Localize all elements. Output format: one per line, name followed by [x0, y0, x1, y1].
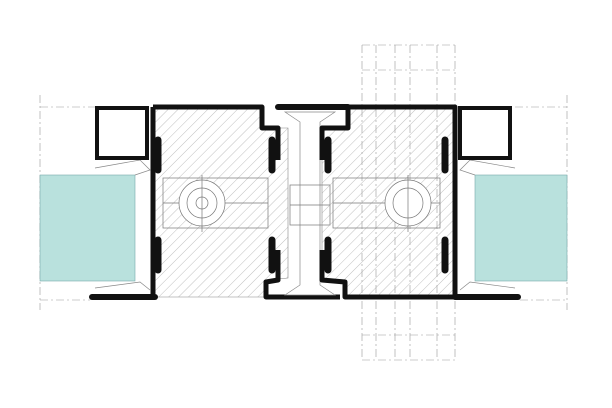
- gaskets: [94, 159, 516, 291]
- center-mullion: [275, 104, 351, 296]
- left-vent-box: [95, 106, 149, 160]
- right-glass-pane: [474, 174, 568, 282]
- construction-lines: [39, 44, 568, 361]
- left-glass-pane: [39, 174, 136, 282]
- right-sash-profile: [319, 104, 521, 300]
- left-sash-profile: [89, 104, 340, 300]
- right-vent-box: [458, 106, 512, 160]
